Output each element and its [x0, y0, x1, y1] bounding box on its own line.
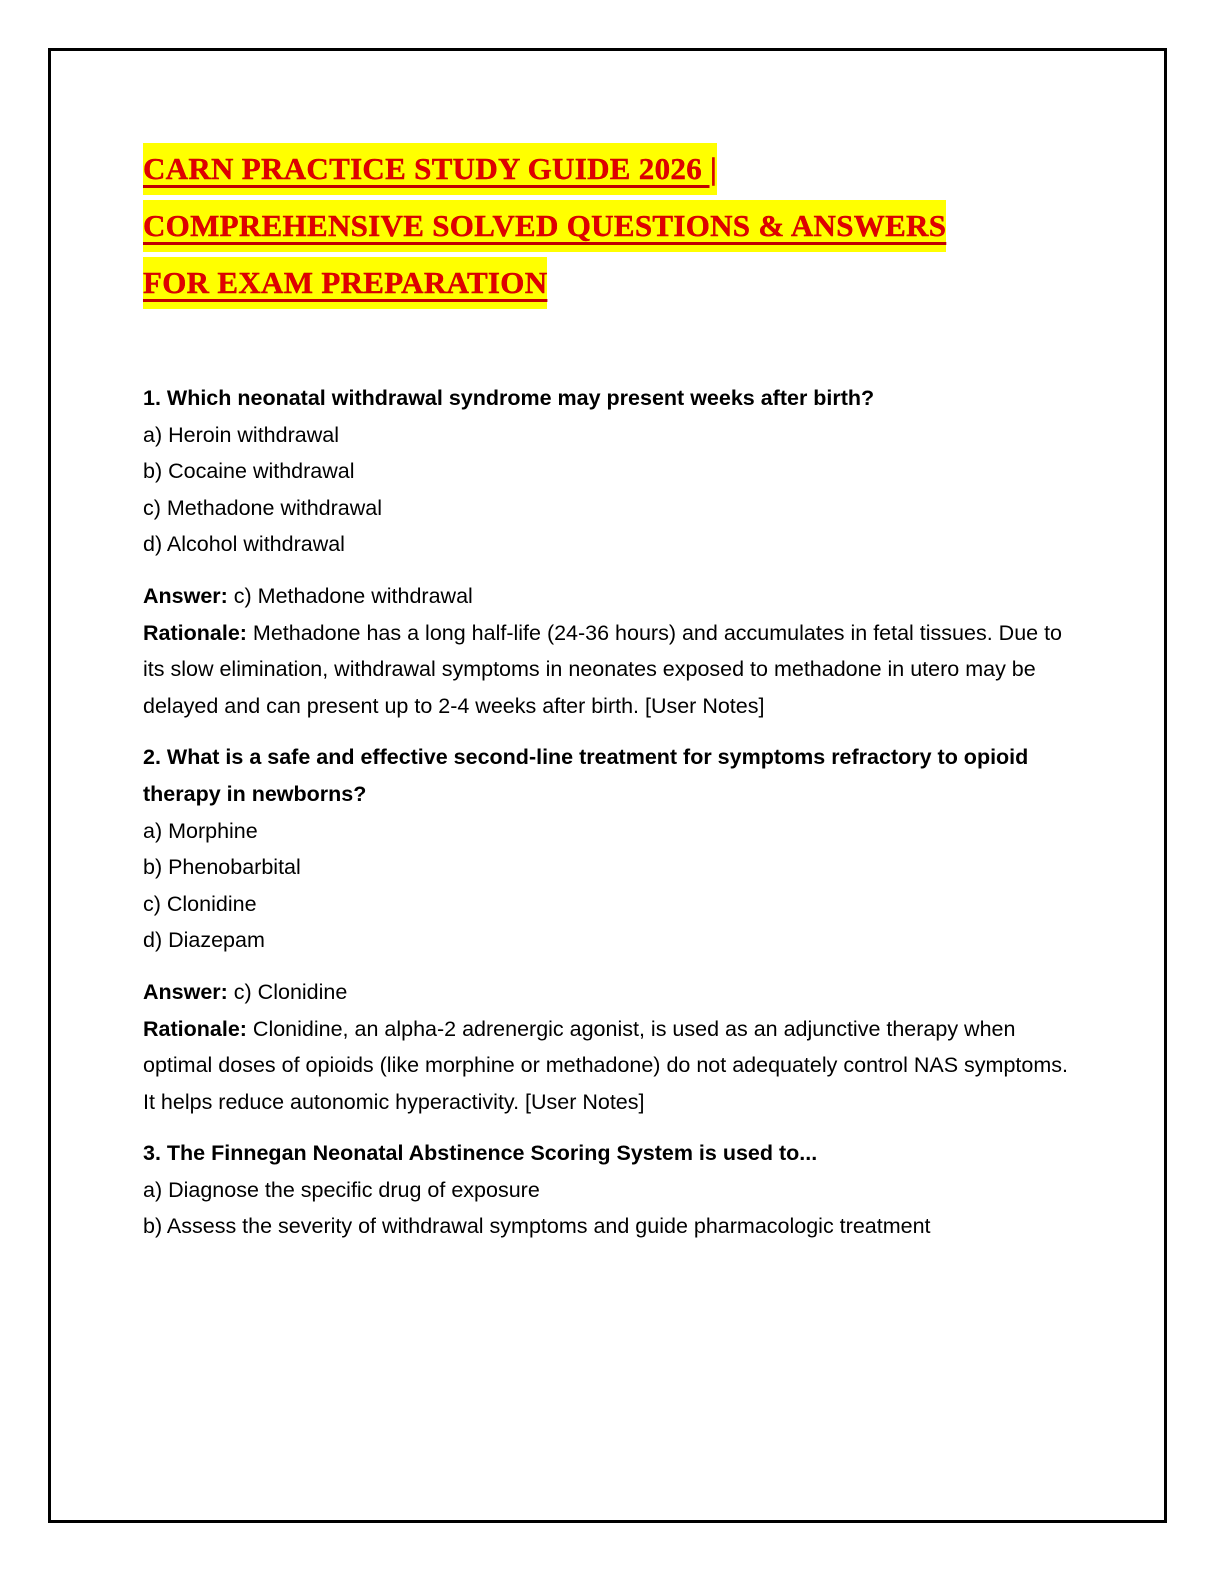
option: a) Heroin withdrawal	[143, 422, 339, 447]
document-body: 1. Which neonatal withdrawal syndrome ma…	[143, 380, 1078, 1260]
document-title: CARN PRACTICE STUDY GUIDE 2026 | COMPREH…	[143, 143, 947, 314]
rationale-label: Rationale:	[143, 1016, 247, 1041]
question-1: 1. Which neonatal withdrawal syndrome ma…	[143, 380, 1078, 563]
option: c) Clonidine	[143, 891, 257, 916]
option: d) Diazepam	[143, 928, 265, 953]
rationale-text: Clonidine, an alpha-2 adrenergic agonist…	[143, 1016, 1068, 1114]
option: b) Phenobarbital	[143, 855, 301, 880]
question-2: 2. What is a safe and effective second-l…	[143, 739, 1078, 959]
option: d) Alcohol withdrawal	[143, 532, 345, 557]
title-line: FOR EXAM PREPARATION	[143, 257, 548, 309]
question-text: 3. The Finnegan Neonatal Abstinence Scor…	[143, 1141, 818, 1166]
question-text: 2. What is a safe and effective second-l…	[143, 745, 1029, 806]
answer-2: Answer: c) Clonidine Rationale: Clonidin…	[143, 974, 1078, 1120]
answer-label: Answer:	[143, 979, 228, 1004]
option: c) Methadone withdrawal	[143, 495, 383, 520]
answer-1: Answer: c) Methadone withdrawal Rational…	[143, 578, 1078, 724]
answer-label: Answer:	[143, 583, 228, 608]
question-text: 1. Which neonatal withdrawal syndrome ma…	[143, 386, 875, 410]
answer-text: c) Methadone withdrawal	[227, 583, 473, 608]
page-border	[48, 48, 1167, 1523]
option: b) Assess the severity of withdrawal sym…	[143, 1214, 931, 1239]
rationale-label: Rationale:	[143, 620, 247, 645]
rationale-text: Methadone has a long half-life (24-36 ho…	[143, 620, 1063, 718]
option: a) Morphine	[143, 818, 258, 843]
title-line: COMPREHENSIVE SOLVED QUESTIONS & ANSWERS	[143, 200, 947, 252]
title-line: CARN PRACTICE STUDY GUIDE 2026 |	[143, 143, 718, 195]
option: b) Cocaine withdrawal	[143, 459, 355, 484]
option: a) Diagnose the specific drug of exposur…	[143, 1177, 540, 1202]
question-3: 3. The Finnegan Neonatal Abstinence Scor…	[143, 1135, 1078, 1245]
answer-text: c) Clonidine	[227, 979, 348, 1004]
